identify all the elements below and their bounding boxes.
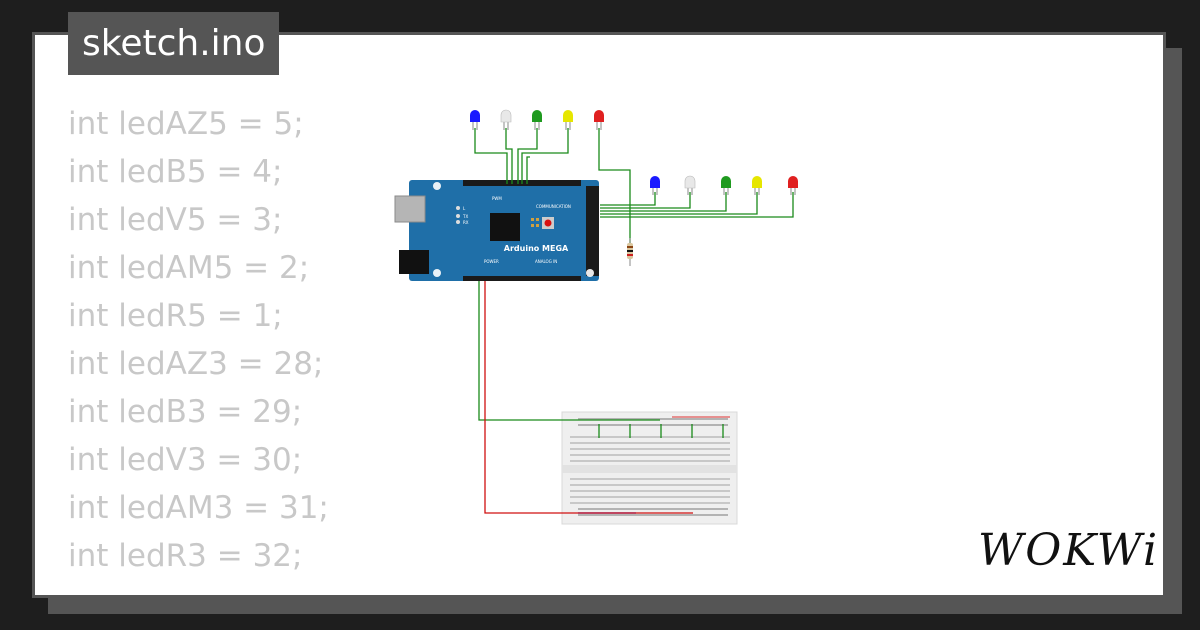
analog-label: ANALOG IN xyxy=(535,259,557,264)
signal-wires-right xyxy=(600,192,794,218)
code-line: int ledV5 = 3; xyxy=(68,202,283,238)
communication-label: COMMUNICATION xyxy=(536,204,571,209)
led-top-blue[interactable] xyxy=(470,110,480,130)
board-name: Arduino MEGA xyxy=(504,244,569,253)
code-line: int ledV3 = 30; xyxy=(68,442,303,478)
ground-wire xyxy=(478,281,660,421)
breadboard xyxy=(561,411,738,525)
led-tx-label: TX xyxy=(462,214,468,219)
file-tab[interactable]: sketch.ino xyxy=(68,12,280,75)
code-line: int ledAM5 = 2; xyxy=(68,250,310,286)
led-right-blue[interactable] xyxy=(650,176,660,195)
led-top-white[interactable] xyxy=(500,109,512,130)
code-line: int ledB5 = 4; xyxy=(68,154,283,190)
arduino-mega-board: Arduino MEGA PWM COMMUNICATION POWER ANA… xyxy=(394,180,599,281)
led-rx-label: RX xyxy=(463,220,469,225)
power-label: POWER xyxy=(484,259,499,264)
code-line: int ledAM3 = 31; xyxy=(68,490,329,526)
led-top-green[interactable] xyxy=(532,110,542,130)
code-listing: int ledAZ5 = 5; int ledB5 = 4; int ledV5… xyxy=(68,100,329,580)
wokwi-logo: WOKWi xyxy=(978,525,1160,576)
breadboard-jumpers xyxy=(598,424,724,438)
code-line: int ledB3 = 29; xyxy=(68,394,303,430)
code-line: int ledR5 = 1; xyxy=(68,298,283,334)
power-wire xyxy=(484,281,693,514)
led-l-label: L xyxy=(463,206,466,211)
led-right-white[interactable] xyxy=(684,175,696,195)
led-top-yellow[interactable] xyxy=(563,110,573,130)
pwm-label: PWM xyxy=(492,196,502,201)
led-top-red[interactable] xyxy=(594,110,604,130)
led-right-yellow[interactable] xyxy=(752,176,762,195)
code-line: int ledR3 = 32; xyxy=(68,538,303,574)
code-line: int ledAZ5 = 5; xyxy=(68,106,304,142)
led-right-green[interactable] xyxy=(721,176,731,195)
code-line: int ledAZ3 = 28; xyxy=(68,346,324,382)
led-right-red[interactable] xyxy=(788,176,798,195)
resistor xyxy=(627,238,633,266)
signal-wires-top xyxy=(474,128,631,244)
